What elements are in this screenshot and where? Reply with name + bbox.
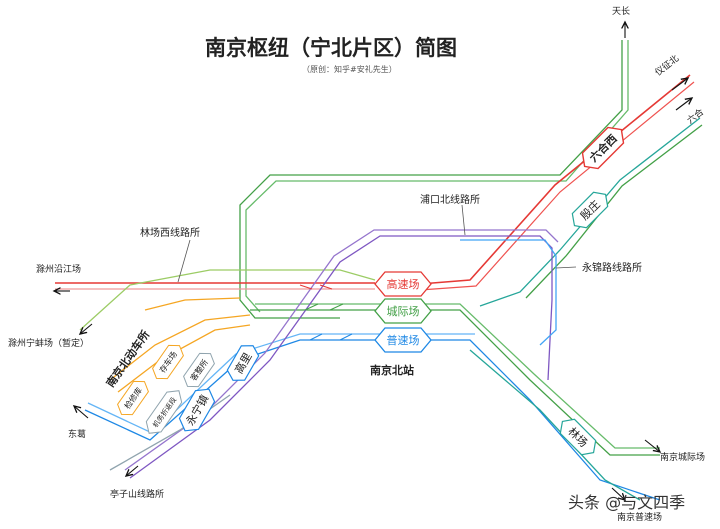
leader-lines (177, 204, 577, 283)
line-ningbeng (79, 269, 376, 331)
line-intercity-2 (255, 303, 660, 449)
line-yizheng-red (419, 74, 691, 285)
arrow-intercity (644, 439, 660, 452)
arrow-normal (611, 487, 625, 500)
line-intercity (250, 309, 660, 456)
line-liuhe-2 (525, 124, 703, 299)
donge-label: 东葛 (68, 428, 86, 440)
line-tingzishan (109, 394, 231, 471)
line-yizheng-red-2 (419, 81, 695, 291)
gaoli-station: 高里 (226, 345, 260, 381)
nanjing-north-emu-label: 南京北动车所 (103, 328, 152, 390)
line-tianchang-teal (245, 40, 629, 313)
nanjing-intercity-yard-label: 南京城际场 (660, 451, 705, 463)
page-subtitle: （原创：知乎#安礼先生） (302, 64, 397, 74)
line-tianchang-green (239, 40, 623, 319)
watermark-text: 头条 @与文四季 (568, 493, 685, 512)
yizheng-north-label: 仪征北 (653, 53, 681, 78)
map-labels: 天长 仪征北 六合 浦口北线路所 林场西线路所 永锦路线路所 滁州沿江场 滁州宁… (8, 5, 706, 523)
gaosu-yard-label: 高速场 (387, 277, 420, 291)
yard-badges: 高速场 城际场 普速场 (374, 271, 432, 353)
nanjing-north-station-label: 南京北站 (370, 363, 414, 377)
line-liuhe-1 (479, 117, 701, 307)
line-nanjing-normal (469, 349, 641, 501)
crossovers (299, 284, 353, 341)
yongjin-road-line-label: 永锦路线路所 (582, 261, 642, 274)
arrow-tingzishan (126, 465, 139, 476)
liuhe-label: 六合 (684, 106, 706, 127)
arrow-ningbeng (80, 323, 93, 334)
direction-arrows (54, 22, 692, 500)
chuzhou-yanjiang-label: 滁州沿江场 (36, 264, 81, 275)
arrow-liuhe (675, 98, 692, 111)
pusu-yard-label: 普速场 (387, 333, 420, 347)
arrow-yizheng (671, 78, 688, 91)
line-depot-orange-3 (144, 297, 241, 311)
line-depot-orange (109, 314, 251, 381)
arrow-donge (74, 406, 89, 419)
line-freight-purple (129, 235, 553, 479)
liuhexi-station: 六合西 (581, 126, 625, 170)
linchang-west-line-label: 林场西线路所 (140, 226, 200, 239)
tianchang-label: 天长 (612, 5, 630, 17)
page-title: 南京枢纽（宁北片区）简图 (205, 36, 457, 60)
tingzishan-label: 亭子山线路所 (110, 488, 164, 500)
nanjing-normal-yard-label: 南京普速场 (617, 511, 662, 523)
line-pukou-north (460, 239, 557, 346)
chuzhou-ningbeng-label: 滁州宁蚌场（暂定） (8, 337, 89, 349)
pukou-north-line-label: 浦口北线路所 (420, 193, 480, 206)
chengji-yard-label: 城际场 (387, 304, 420, 318)
line-depot-orange-2 (117, 324, 251, 393)
